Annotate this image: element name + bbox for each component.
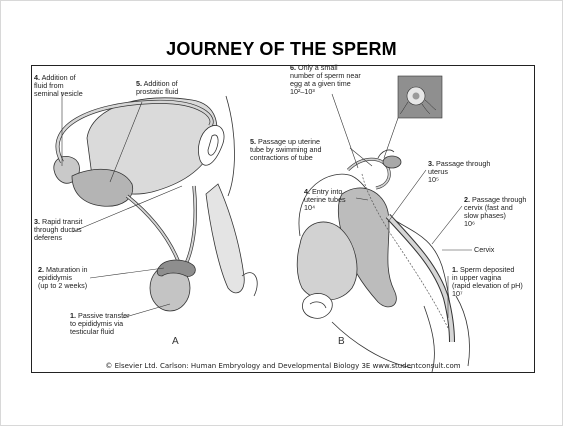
label-epididymis-maturation: 2. Maturation in epididymis (up to 2 wee…	[38, 266, 88, 290]
label-ductus-deferens: 3. Rapid transit through ductus deferens	[34, 218, 82, 242]
label-uterus-passage: 3. Passage through uterus 10⁵	[428, 160, 490, 184]
label-prostatic-fluid: 5. Addition of prostatic fluid	[136, 80, 178, 96]
figure-caption: © Elsevier Ltd. Carlson: Human Embryolog…	[32, 362, 534, 370]
panel-letter-a: A	[172, 336, 179, 347]
label-passive-transfer: 1. Passive transfer to epididymis via te…	[70, 312, 130, 336]
label-sperm-deposited: 1. Sperm deposited in upper vagina (rapi…	[452, 266, 523, 298]
egg-inset	[384, 76, 442, 158]
label-cervix: Cervix	[474, 246, 494, 254]
label-uterine-tube-entry: 4. Entry into uterine tubes 10⁴	[304, 188, 346, 212]
label-uterine-tube-passage: 5. Passage up uterine tube by swimming a…	[250, 138, 322, 162]
label-seminal-vesicle: 4. Addition of fluid from seminal vesicl…	[34, 74, 83, 98]
label-cervix-passage: 2. Passage through cervix (fast and slow…	[464, 196, 526, 228]
label-sperm-near-egg: 6. Only a small number of sperm near egg…	[290, 64, 361, 96]
slide-title: JOURNEY OF THE SPERM	[1, 39, 562, 60]
figure-frame: 4. Addition of fluid from seminal vesicl…	[31, 65, 535, 373]
panel-letter-b: B	[338, 336, 345, 347]
